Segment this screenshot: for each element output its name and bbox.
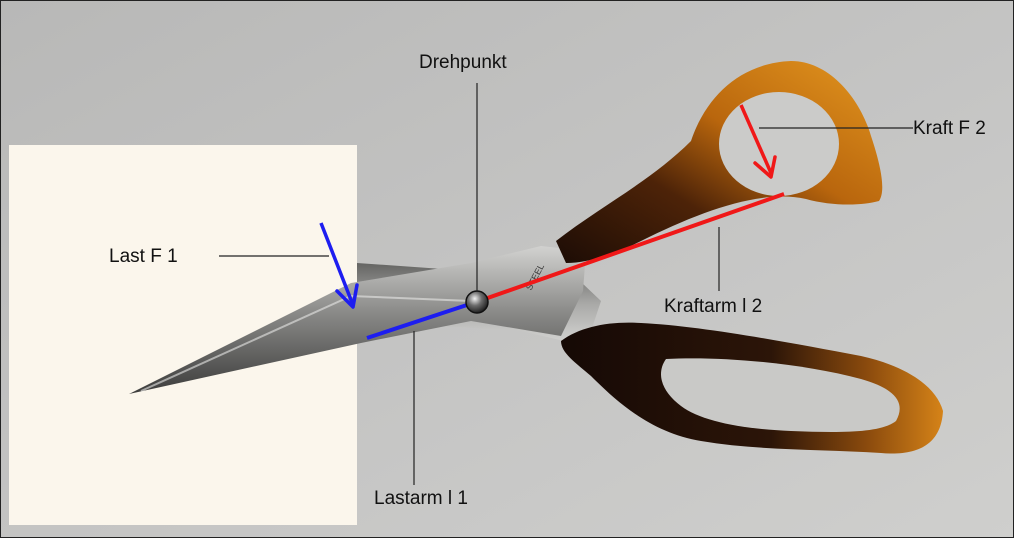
load-label: Last F 1 [109,247,178,266]
load-arm-label: Lastarm l 1 [374,489,468,508]
force-label: Kraft F 2 [913,119,986,138]
rivet-icon [466,291,488,313]
force-arm-label: Kraftarm l 2 [664,297,762,316]
pivot-label: Drehpunkt [419,53,507,72]
upper-handle-hole [719,92,839,196]
